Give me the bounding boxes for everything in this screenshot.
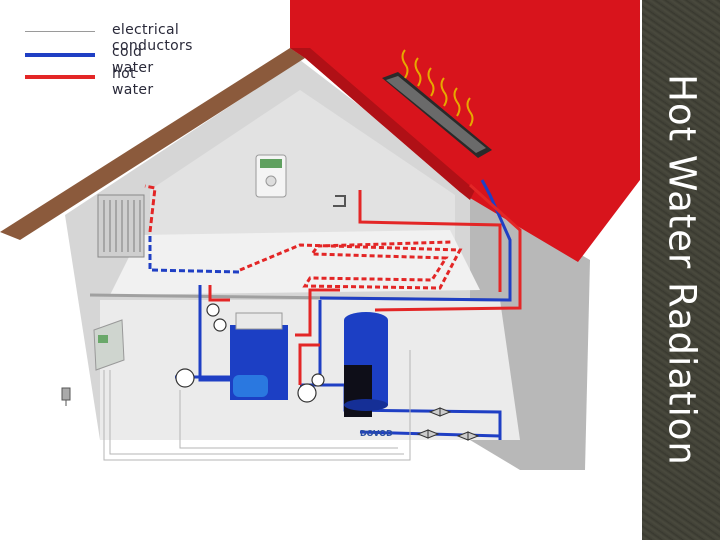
radiator: [97, 194, 145, 258]
dovod-label: DOVOD: [360, 429, 393, 438]
legend-label-electrical: electrical conductors: [112, 22, 193, 54]
faucet-icon: [333, 195, 346, 207]
legend-label-hot-water: hot water: [112, 66, 154, 98]
legend-swatch-hot-water: [25, 75, 95, 79]
roof-front-edge: [0, 48, 305, 240]
control-panel: [93, 319, 125, 371]
legend-swatch-cold-water: [25, 53, 95, 57]
electrical-wires: [103, 350, 411, 461]
legend-label-cold-water: cold water: [112, 44, 154, 76]
hot-water-tank: [344, 312, 388, 417]
pump-icon: [175, 303, 325, 403]
title-side-panel: [642, 0, 720, 540]
floor-heating-coil: [239, 240, 463, 290]
legend-swatch-electrical: [25, 31, 95, 32]
upper-floor-slab: [110, 230, 480, 295]
page-title: Hot Water Radiation: [660, 74, 704, 466]
ground-floor-interior: [100, 300, 520, 440]
hot-water-pipes: [144, 183, 522, 385]
outdoor-sensor-icon: [61, 387, 71, 406]
boiler: [230, 312, 288, 400]
thermostat: [255, 154, 287, 198]
valve-icon: [416, 407, 480, 441]
solar-collector: [382, 49, 492, 158]
